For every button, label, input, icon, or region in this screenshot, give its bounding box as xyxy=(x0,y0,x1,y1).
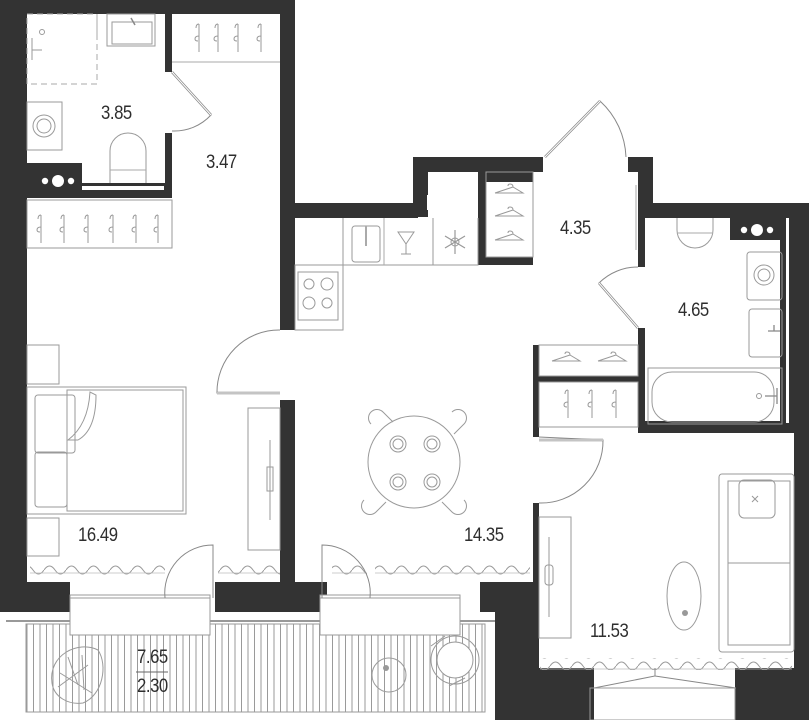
shower-icon xyxy=(39,29,45,35)
sink-icon xyxy=(106,13,156,47)
balcony-door-2 xyxy=(321,544,371,599)
room-area-kitchen-living: 14.35 xyxy=(464,525,504,546)
stove-icon xyxy=(297,271,339,321)
plant-icon xyxy=(51,646,104,704)
dining-table-icon xyxy=(361,409,467,515)
cocktail-glass-icon xyxy=(397,231,415,255)
washing-machine-icon xyxy=(746,251,783,301)
bathroom-1-fixtures xyxy=(26,13,212,183)
balcony-door-3 xyxy=(593,668,737,689)
room-area-balcony: 7.65 xyxy=(137,647,168,668)
wardrobe-1-fixtures xyxy=(172,23,280,63)
ventilation-shaft-icon xyxy=(436,178,470,190)
room-area-bedroom: 16.49 xyxy=(78,525,118,546)
sofa-icon xyxy=(718,473,795,653)
tv-stand-icon xyxy=(538,516,572,639)
room-area-balcony-reduced: 2.30 xyxy=(137,676,168,697)
nightstand xyxy=(26,344,60,385)
bed-icon xyxy=(26,386,187,515)
snowflake-icon xyxy=(444,230,466,254)
living-room-door xyxy=(538,436,604,504)
nightstand xyxy=(26,517,60,557)
coffee-table-icon xyxy=(666,561,702,631)
room-area-living-room: 11.53 xyxy=(590,621,629,642)
toilet-icon xyxy=(109,132,147,183)
living-room-fixtures xyxy=(538,473,795,720)
washing-machine-icon xyxy=(26,101,63,151)
bedroom-fixtures xyxy=(26,199,281,577)
room-area-bathroom-1: 3.85 xyxy=(101,103,132,124)
bathroom-2-door xyxy=(598,266,639,329)
kitchen-fixtures xyxy=(294,218,530,577)
balcony-door-1 xyxy=(164,544,214,599)
wardrobe xyxy=(247,407,281,551)
sink-icon xyxy=(748,308,783,358)
balcony xyxy=(6,544,495,713)
bathtub-icon xyxy=(647,367,783,425)
coffee-table-icon xyxy=(371,657,407,693)
toilet-icon xyxy=(676,218,714,249)
room-area-wardrobe-1: 3.47 xyxy=(206,152,237,173)
room-area-hallway: 4.35 xyxy=(560,218,591,239)
entrance-door xyxy=(544,100,627,158)
hallway-fixtures xyxy=(485,100,639,504)
bedroom-door xyxy=(216,329,281,394)
bathroom-2-fixtures xyxy=(647,218,783,425)
bathroom-1-door xyxy=(171,71,212,132)
armchair-icon xyxy=(430,635,480,687)
room-area-bathroom-2: 4.65 xyxy=(678,300,709,321)
